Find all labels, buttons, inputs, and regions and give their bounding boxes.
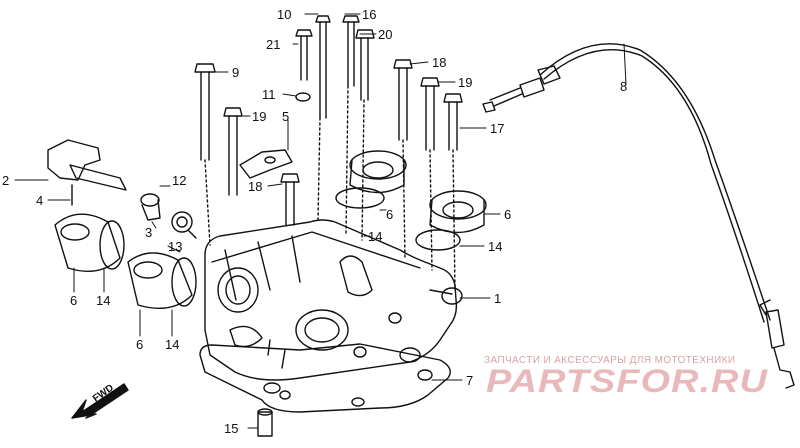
- callout-20: 20: [378, 27, 393, 42]
- callout-7: 7: [466, 373, 474, 388]
- callout-18-lower: 18: [248, 179, 263, 194]
- callout-19-left: 19: [252, 109, 267, 124]
- callout-2: 2: [2, 173, 10, 188]
- callout-14-left-a: 14: [96, 293, 111, 308]
- callout-16: 16: [362, 7, 377, 22]
- cylinder-head: [204, 219, 463, 381]
- callout-5: 5: [282, 109, 290, 124]
- callout-6-right-lower: 6: [504, 207, 512, 222]
- callout-11: 11: [262, 87, 276, 102]
- callout-12: 12: [172, 173, 187, 188]
- callout-17: 17: [490, 121, 505, 136]
- right-caps: [335, 150, 487, 251]
- fwd-arrow: [71, 383, 129, 419]
- rocker-shaft: [47, 139, 127, 206]
- callout-19-right: 19: [458, 75, 473, 90]
- throttle-cable: [482, 43, 795, 389]
- callout-6-left-b: 6: [136, 337, 144, 352]
- callout-4: 4: [36, 193, 44, 208]
- callout-14-right: 14: [488, 239, 503, 254]
- callout-6-right-upper: 6: [386, 207, 394, 222]
- callout-18-upper: 18: [432, 55, 447, 70]
- callout-9: 9: [232, 65, 240, 80]
- callout-14-center: 14: [368, 229, 383, 244]
- callout-13: 13: [168, 239, 183, 254]
- callout-1: 1: [494, 291, 502, 306]
- head-gasket: [199, 343, 451, 413]
- callout-14-left-b: 14: [165, 337, 180, 352]
- callout-21: 21: [266, 37, 281, 52]
- small-parts: [140, 193, 197, 239]
- bracket: [239, 149, 293, 179]
- callout-15: 15: [224, 421, 239, 436]
- left-caps: [54, 213, 197, 309]
- watermark-logo: PARTSFOR.RU: [486, 364, 768, 400]
- callout-8: 8: [620, 79, 628, 94]
- callout-6-left-a: 6: [70, 293, 78, 308]
- callout-3: 3: [145, 225, 153, 240]
- bolts: [194, 15, 463, 437]
- callout-leaders: [14, 13, 627, 429]
- callout-10: 10: [277, 7, 292, 22]
- watermark-subtitle: ЗАПЧАСТИ И АКСЕССУАРЫ ДЛЯ МОТОТЕХНИКИ: [484, 355, 736, 366]
